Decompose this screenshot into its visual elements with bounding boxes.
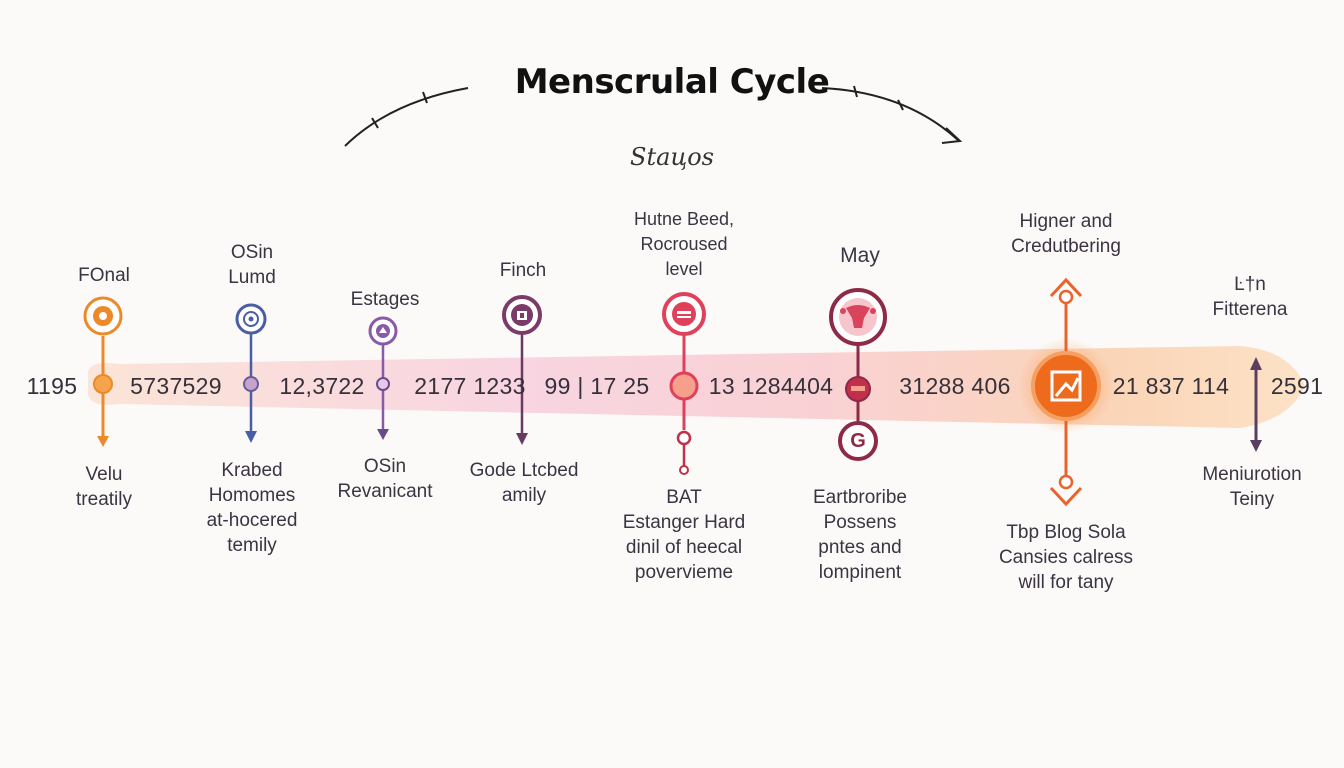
stage-7-marker xyxy=(1018,277,1114,507)
down-chevron-icon xyxy=(1049,486,1083,507)
stage-6-top-label: May xyxy=(840,244,880,267)
stage-1-bottom-label: Velu treatily xyxy=(76,464,132,510)
timeline-number: 21 837 114 xyxy=(1112,373,1230,399)
title-arc-right xyxy=(821,87,959,141)
diagram-title: Menscrulal Cycle xyxy=(514,62,830,102)
arc-arrowhead xyxy=(941,127,963,144)
double-arrow-icon xyxy=(1250,357,1262,452)
stage-3-bottom-label: OSin Revanicant xyxy=(337,456,433,502)
timeline-number: 2177 1233 xyxy=(414,373,526,399)
stage-3-top-label: Estages xyxy=(350,289,420,310)
lock-icon xyxy=(511,304,533,326)
stage-4-bottom-label: Gode Ltcbed amily xyxy=(469,460,579,506)
timeline-number: 13 1284404 xyxy=(708,373,834,399)
title-arc-left xyxy=(344,87,469,147)
g-letter-icon: G xyxy=(850,430,866,452)
stage-6-bottom-label: Eartbroribe Possens pntes and lompinent xyxy=(813,487,907,583)
stage-1-top-label: FOnal xyxy=(78,265,130,286)
stage-3-marker xyxy=(368,316,398,440)
stage-2-bottom-label: Krabed Homomes at-hocered temily xyxy=(206,460,298,556)
leaf-icon xyxy=(376,324,390,338)
arc-tick xyxy=(897,99,904,111)
stage-8-bottom-label: Meniurotion Teiny xyxy=(1202,464,1302,510)
cycle-icon xyxy=(243,311,259,327)
stage-1-marker xyxy=(83,296,123,447)
timeline-number: 31288 406 xyxy=(899,373,1011,399)
stage-5-marker xyxy=(662,292,706,475)
stage-4-top-label: Finch xyxy=(499,260,547,281)
stage-5-bottom-label: BAT Estanger Hard dinil of heecal poverv… xyxy=(622,487,746,583)
stage-6-marker xyxy=(829,288,887,461)
stage-8-marker xyxy=(1250,357,1262,452)
timeline-number: 99 | 17 25 xyxy=(544,373,650,399)
stage-5-top-label: Hutne Beed, Rocroused level xyxy=(633,209,735,279)
stage-2-top-label: OSin Lumd xyxy=(228,242,276,288)
arc-tick xyxy=(371,117,379,129)
stage-7-top-label: Higner and Credutbering xyxy=(1011,211,1121,257)
timeline-number: 12,3722 xyxy=(279,373,365,399)
up-chevron-icon xyxy=(1049,277,1083,298)
tablet-icon xyxy=(672,302,696,326)
arc-tick xyxy=(853,85,858,98)
uterus-icon xyxy=(839,298,877,336)
stage-4-marker xyxy=(502,295,542,445)
chart-icon xyxy=(1050,370,1082,402)
arc-tick xyxy=(422,91,428,104)
timeline-number: 2591 xyxy=(1270,373,1324,399)
timeline-number: 1195 xyxy=(26,373,78,399)
timeline-number: 5737529 xyxy=(130,373,222,399)
stage-7-bottom-label: Tbp Blog Sola Cansies calress will for t… xyxy=(998,522,1134,593)
flower-icon xyxy=(93,306,113,326)
stage-2-marker xyxy=(235,303,267,443)
stage-8-top-label: Ŀ†n Fitterena xyxy=(1212,274,1288,320)
diagram-subtitle: Staцos xyxy=(630,143,714,171)
